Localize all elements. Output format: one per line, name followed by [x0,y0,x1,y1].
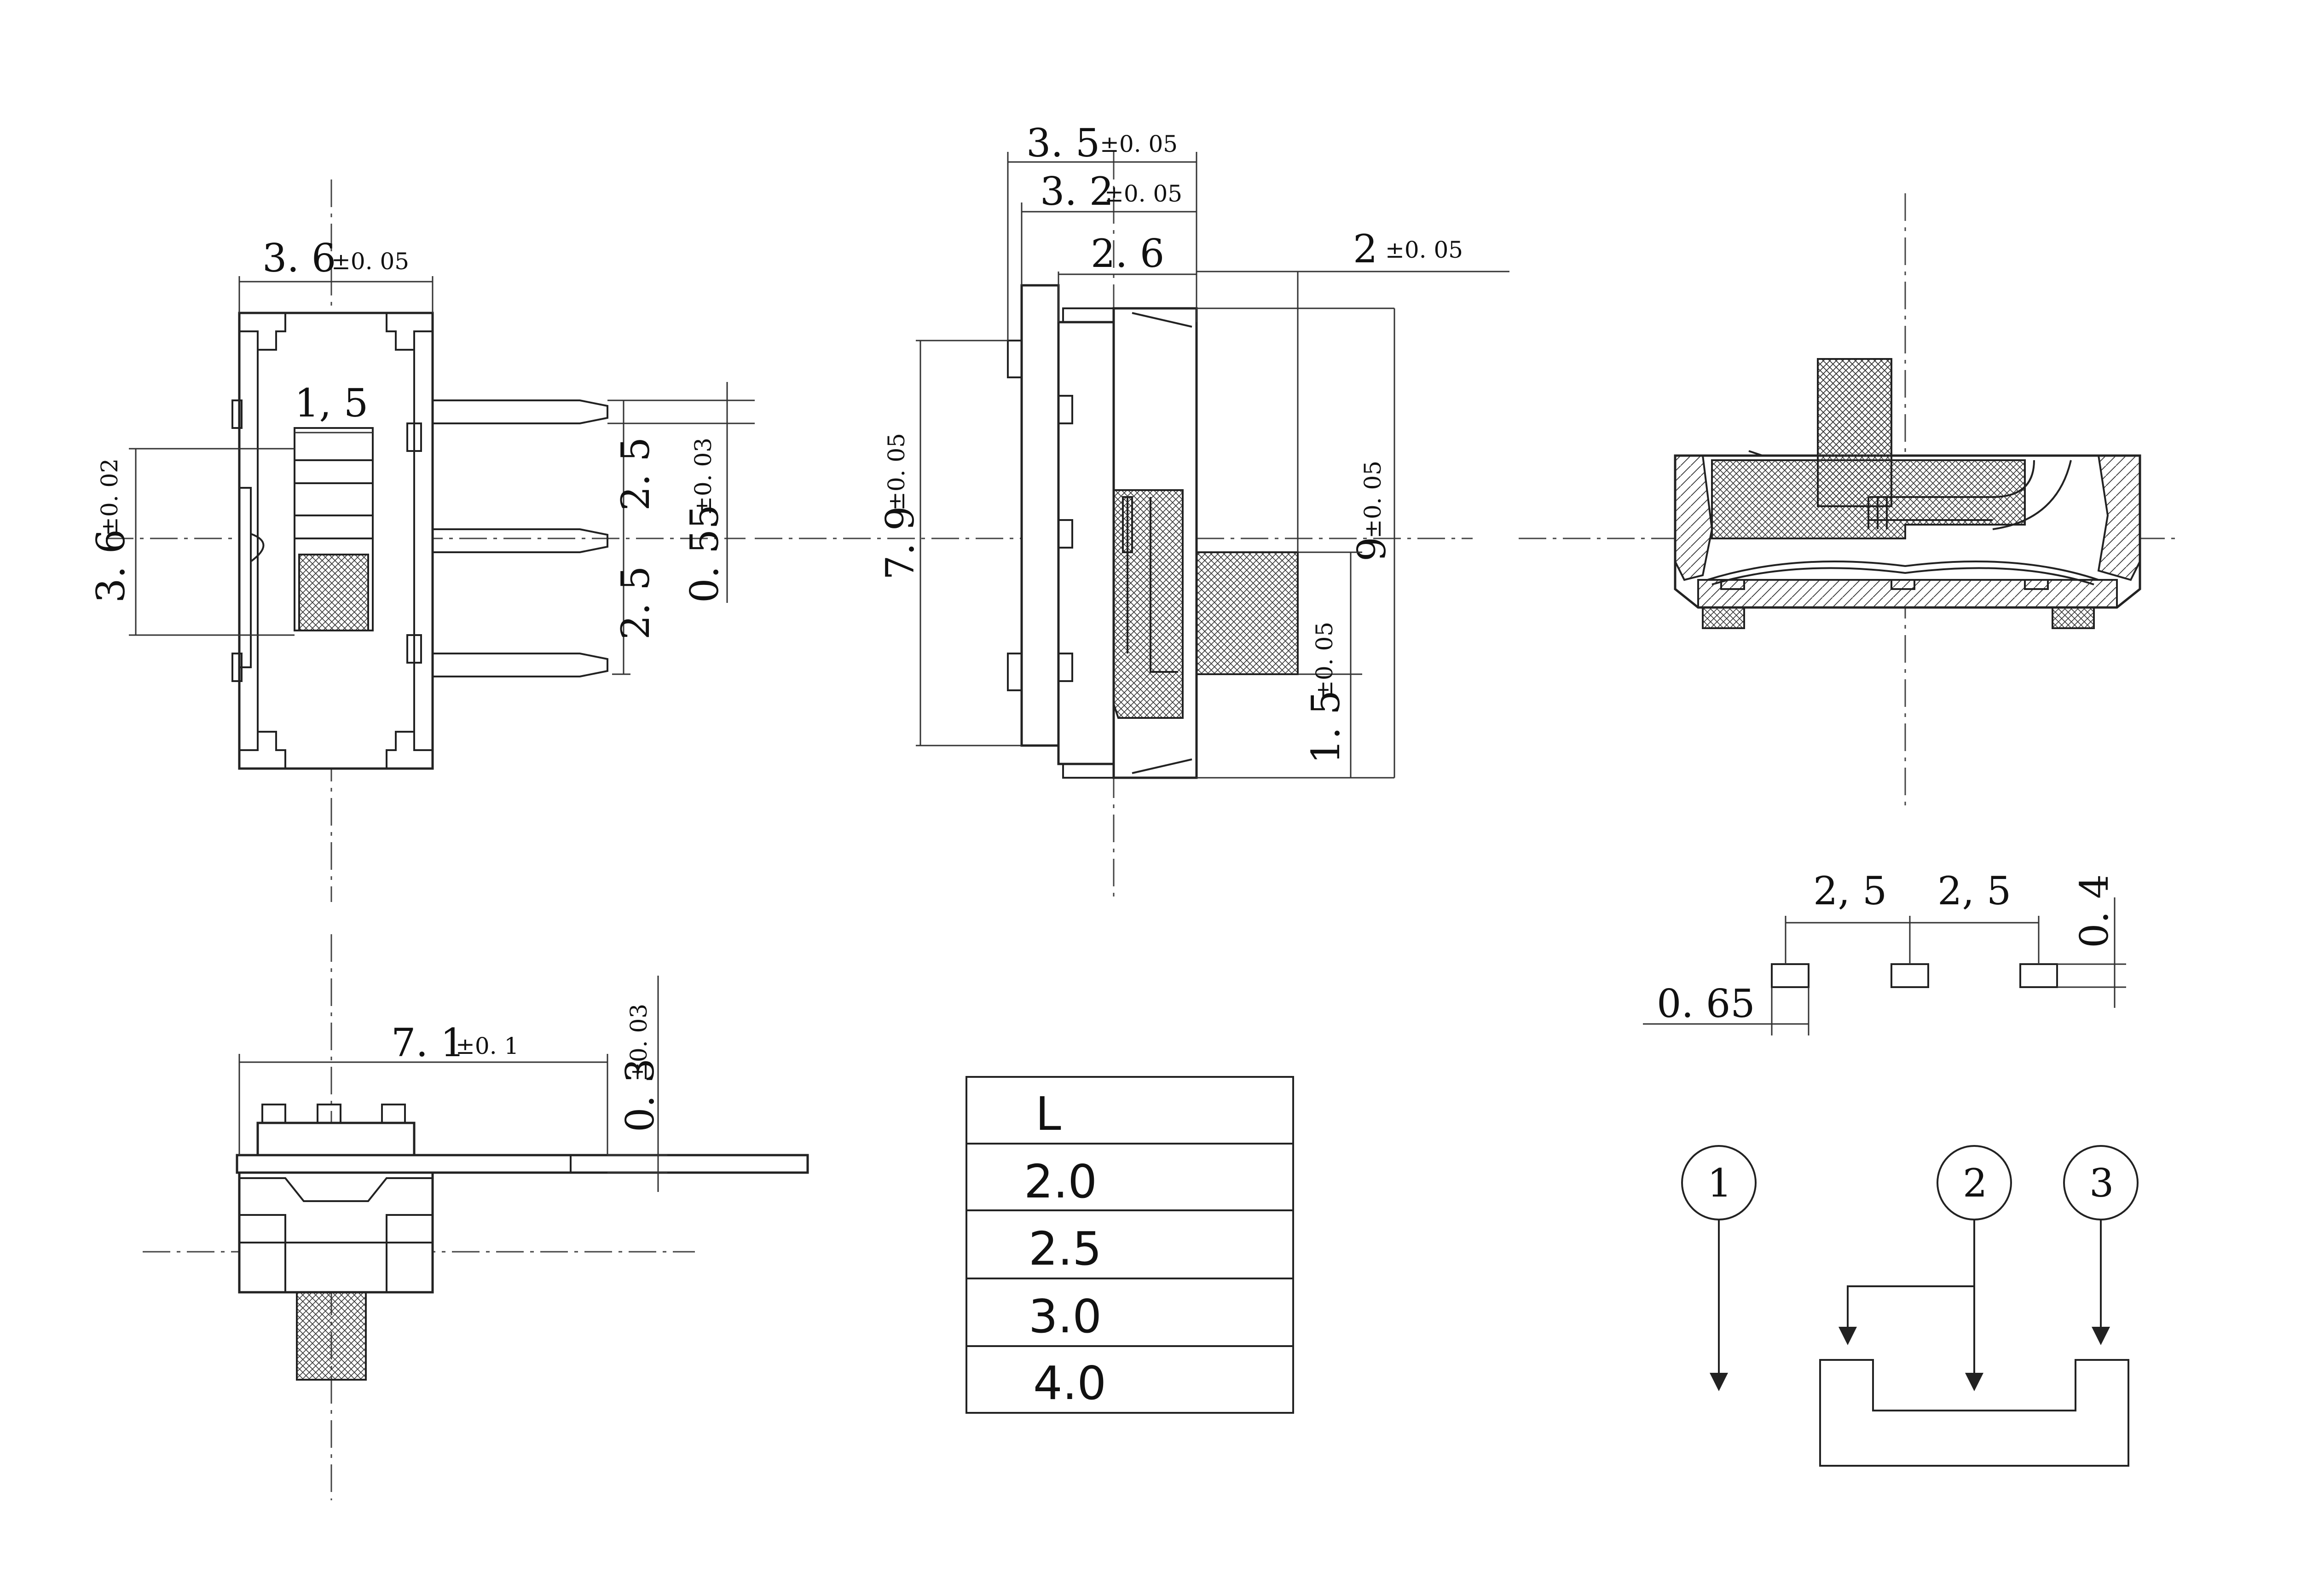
bottom-view: 7. 1 ±0. 1 0. 3 ±0. 03 [143,934,809,1500]
lever-width-label: 1. 5 [1303,690,1348,764]
pin-1-label: 1 [1707,1161,1732,1206]
table-row: 2.0 [1024,1155,1097,1209]
side-depth-inner-label: 3. 2 [1040,169,1114,214]
switch-schematic: 1 2 3 [1681,1145,2139,1467]
front-height-tolerance: ±0. 02 [96,458,123,536]
side-view: 3. 5 ±0. 05 3. 2 ±0. 05 2. 6 2 ±0. 05 7.… [755,121,1509,902]
front-width-tolerance: ±0. 05 [331,248,409,275]
side-body-label: 2. 6 [1091,231,1164,276]
lever-length-tolerance: ±0. 05 [1385,237,1463,263]
pin-thickness-label: 0. 55 [682,504,727,603]
actuator-width-label: 1, 5 [295,381,368,426]
pin-pitch-lower-label: 2. 5 [613,566,658,640]
table-row: 3.0 [1029,1290,1102,1343]
table-row: 2.5 [1029,1222,1102,1276]
table-row: 4.0 [1033,1356,1106,1410]
side-depth-outer-tolerance: ±0. 05 [1100,131,1178,157]
front-width-label: 3. 6 [262,236,336,281]
overall-height-label: 9 [1349,537,1394,561]
side-depth-outer-label: 3. 5 [1026,121,1100,166]
bottom-pin-thickness-label: 0. 3 [618,1058,663,1132]
pin-thickness-tolerance: ±0. 03 [690,438,717,515]
section-view [1519,193,2181,805]
lever-width-tolerance: ±0. 05 [1311,622,1338,700]
side-depth-inner-tolerance: ±0. 05 [1104,180,1182,207]
footprint-view: 2, 5 2, 5 0. 65 0. 4 [1643,868,2126,1035]
footprint-pitch-left-label: 2, 5 [1813,868,1887,914]
side-height-tolerance: ±0. 05 [883,433,910,511]
bottom-length-tolerance: ±0. 1 [456,1033,519,1059]
pin-3-label: 3 [2089,1161,2114,1206]
lever-length-label: 2 [1353,226,1377,272]
pin-2-label: 2 [1963,1161,1987,1206]
footprint-pitch-right-label: 2, 5 [1937,868,2011,914]
table-header: L [1035,1087,1061,1141]
front-height-label: 3. 6 [88,529,133,603]
bottom-pin-thickness-tolerance: ±0. 03 [625,1004,652,1081]
bottom-length-label: 7. 1 [391,1020,465,1065]
front-view: 3. 6 ±0. 05 1, 5 3. 6 ±0. 02 2. 5 2. 5 0… [88,179,755,902]
side-height-label: 7. 9 [878,506,923,580]
length-table: L 2.0 2.5 3.0 4.0 [965,1076,1294,1414]
pin-pitch-upper-label: 2. 5 [613,437,658,511]
footprint-pad-width-label: 0. 65 [1657,981,1755,1026]
overall-height-tolerance: ±0. 05 [1359,461,1386,538]
footprint-pad-height-label: 0. 4 [2072,874,2117,948]
